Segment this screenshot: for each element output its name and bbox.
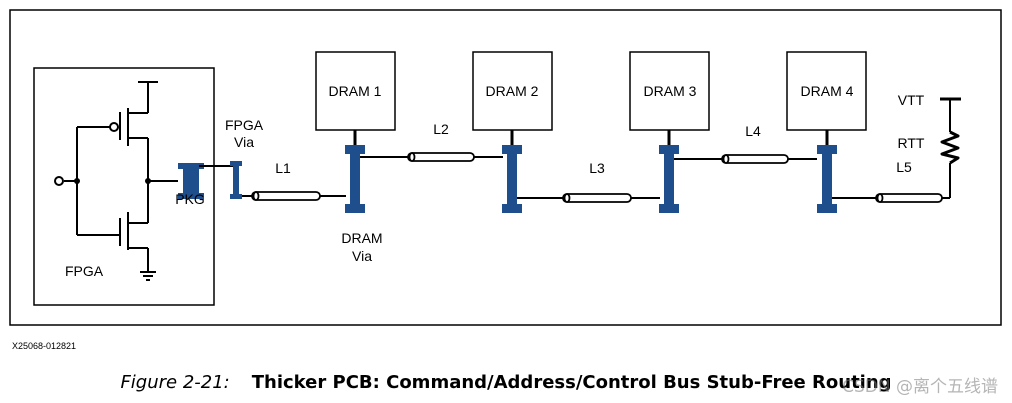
dram-3-label: DRAM 3 bbox=[644, 83, 697, 99]
fpga-via-label-1: FPGA bbox=[225, 117, 264, 133]
rtt-resistor-icon bbox=[940, 130, 960, 165]
termination bbox=[940, 97, 961, 199]
dram-3-box bbox=[629, 51, 710, 131]
dram-3-via bbox=[659, 145, 679, 213]
dram-1-box bbox=[315, 51, 396, 131]
outer-frame bbox=[9, 9, 1002, 326]
figure-number: Figure 2-21: bbox=[120, 372, 230, 393]
dram-1-label: DRAM 1 bbox=[329, 83, 382, 99]
figure-title: Thicker PCB: Command/Address/Control Bus… bbox=[251, 372, 892, 393]
l3-label: L3 bbox=[589, 160, 605, 176]
rtt-label: RTT bbox=[898, 135, 925, 151]
fpga-via bbox=[230, 161, 242, 199]
line-l1 bbox=[251, 191, 321, 201]
output-junction bbox=[145, 178, 151, 184]
fpga-via-label-2: Via bbox=[234, 134, 254, 150]
line-l2 bbox=[407, 152, 475, 162]
dram-2-via bbox=[502, 145, 522, 213]
l5-label: L5 bbox=[896, 159, 912, 175]
gate-junction bbox=[74, 178, 80, 184]
cmos-driver bbox=[64, 81, 178, 281]
line-l4 bbox=[721, 154, 789, 164]
dram-4-via bbox=[817, 145, 837, 213]
dram-4-label: DRAM 4 bbox=[801, 83, 854, 99]
topology-diagram: FPGA Via PKG FPGA DRAM Via DRAM 1 DRAM 2… bbox=[9, 9, 1002, 351]
dram-via-label-1: DRAM bbox=[341, 230, 382, 246]
l2-label: L2 bbox=[433, 121, 449, 137]
vtt-label: VTT bbox=[898, 92, 925, 108]
input-terminal bbox=[54, 176, 64, 186]
figure-id: X25068-012821 bbox=[12, 341, 76, 351]
figure-caption: Figure 2-21: Thicker PCB: Command/Address… bbox=[0, 372, 1012, 393]
pkg-label: PKG bbox=[175, 191, 205, 207]
line-l5 bbox=[875, 193, 943, 203]
dram-via-label-2: Via bbox=[352, 248, 372, 264]
watermark: CSDN @离个五线谱 bbox=[842, 377, 998, 397]
l1-label: L1 bbox=[275, 160, 291, 176]
pmos-gate-bubble bbox=[109, 122, 119, 132]
pkg-trace bbox=[178, 163, 236, 199]
l4-label: L4 bbox=[745, 123, 761, 139]
fpga-box bbox=[33, 67, 215, 306]
dram-2-label: DRAM 2 bbox=[486, 83, 539, 99]
dram-1-via bbox=[345, 145, 365, 213]
line-l3 bbox=[562, 193, 632, 203]
fpga-label: FPGA bbox=[65, 263, 104, 279]
